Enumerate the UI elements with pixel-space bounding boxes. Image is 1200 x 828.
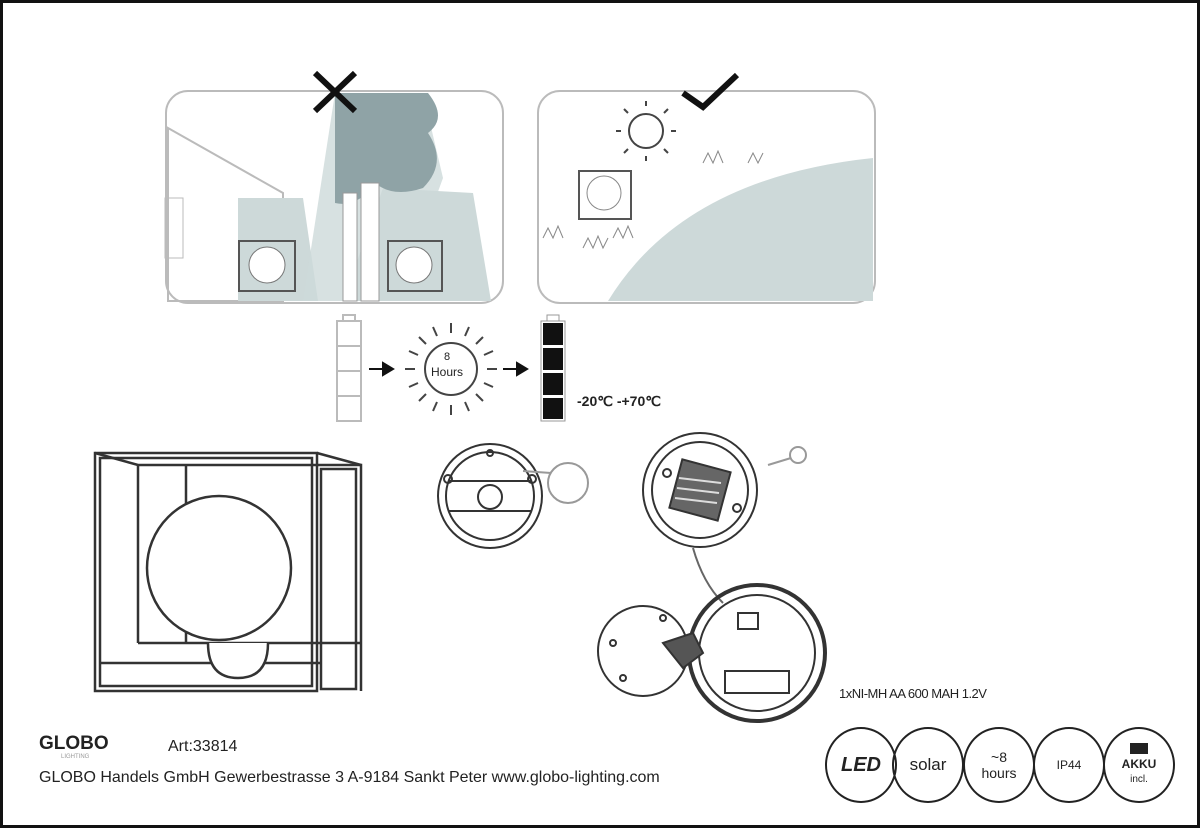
solar-disc-top-view — [642, 432, 807, 604]
correct-placement-panel — [537, 90, 876, 304]
check-icon — [681, 72, 740, 111]
empty-battery-icon — [336, 314, 362, 422]
sun-hours-value: 8 — [444, 351, 451, 363]
sun-hours-label: Hours — [431, 365, 464, 379]
solar-disc-bottom-view — [437, 443, 589, 549]
badge-led: LED — [825, 727, 897, 803]
sun-icon — [405, 323, 497, 415]
battery-compartment-drawing — [597, 583, 827, 723]
temperature-range: -20℃ -+70℃ — [577, 393, 661, 409]
lamp-product-drawing — [93, 451, 363, 693]
badge-ip44: IP44 — [1033, 727, 1105, 803]
battery-icon — [1130, 742, 1148, 754]
illustrations — [93, 70, 876, 723]
arrow-icon — [503, 361, 529, 377]
globo-logo: GLOBO — [39, 733, 109, 754]
battery-spec: 1xNI-MH AA 600 MAH 1.2V — [839, 686, 987, 701]
article-number: Art:33814 — [168, 738, 238, 755]
full-battery-icon — [540, 314, 566, 422]
arrow-icon — [369, 361, 395, 377]
company-address: GLOBO Handels GmbH Gewerbestrasse 3 A-91… — [39, 769, 660, 786]
wrong-placement-panel — [164, 90, 504, 304]
badge-solar: solar — [892, 727, 964, 803]
cross-icon — [312, 70, 358, 114]
globo-logo-sub: LIGHTING — [61, 754, 90, 760]
